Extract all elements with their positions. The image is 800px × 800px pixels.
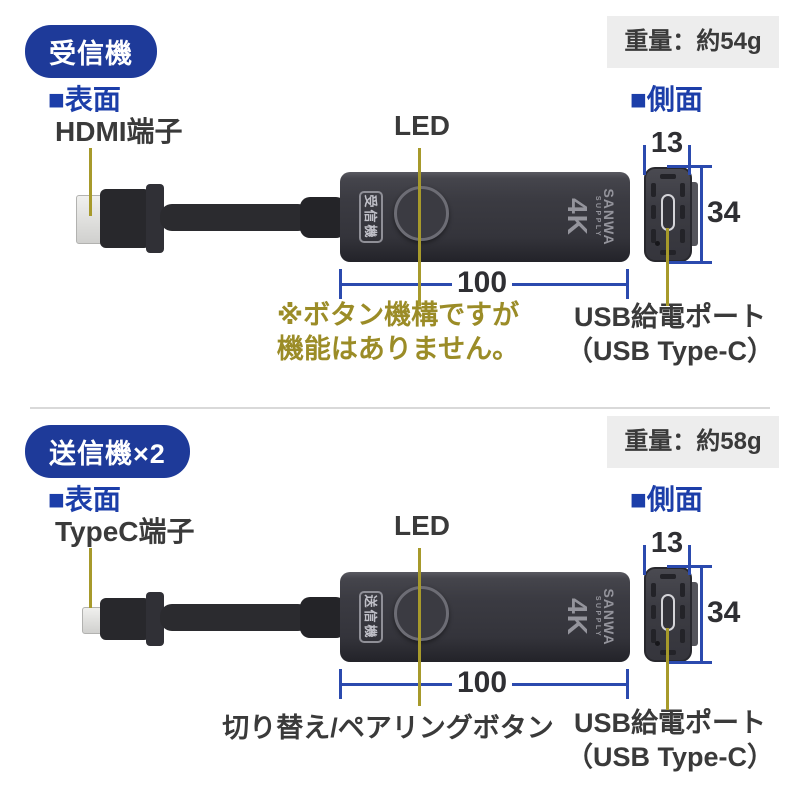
front-view-heading: ■表面 xyxy=(48,84,121,115)
typec-connector-callout: TypeC端子 xyxy=(55,516,195,547)
logo-supply-text: SUPPLY xyxy=(594,195,602,239)
device-cable xyxy=(160,204,310,231)
usb-port-callout: USB給電ポート （USB Type-C） xyxy=(553,300,787,368)
vent-slot xyxy=(651,205,656,219)
vent-slot xyxy=(660,174,676,179)
usb-port-callout-line1: USB給電ポート xyxy=(573,708,766,738)
vent-slot xyxy=(680,205,685,219)
button-note: ※ボタン機構ですが 機能はありません。 xyxy=(248,298,548,366)
receiver-section: 受信機 重量：約54g ■表面 ■側面 HDMI端子 LED 受信機 SANWA… xyxy=(25,16,787,368)
usb-port-callout: USB給電ポート （USB Type-C） xyxy=(553,706,787,774)
section-divider xyxy=(30,407,770,409)
usb-port-leader-line xyxy=(666,228,669,306)
vent-slot xyxy=(651,229,656,243)
vent-slot xyxy=(680,605,685,619)
usb-port-callout-line1: USB給電ポート xyxy=(573,302,766,332)
width-dim-tick xyxy=(643,145,646,175)
height-dim-tick xyxy=(667,661,712,664)
logo-4k-text: 4K xyxy=(562,598,594,636)
vent-slot xyxy=(651,605,656,619)
pinhole xyxy=(655,641,660,646)
vent-slot xyxy=(680,583,685,597)
width-dim-tick xyxy=(643,545,646,575)
length-dim-tick xyxy=(339,669,342,699)
usb-c-port xyxy=(661,594,675,631)
vent-slot xyxy=(680,183,685,197)
vent-slot xyxy=(680,229,685,243)
length-dim-line xyxy=(340,683,452,686)
led-leader-line xyxy=(418,148,421,306)
transmitter-weight-badge: 重量：約58g xyxy=(607,416,779,468)
front-view-heading: ■表面 xyxy=(48,484,121,515)
typec-plug-lip xyxy=(146,592,164,646)
led-button xyxy=(394,186,449,241)
transmitter-body: 送信機 SANWA SUPPLY 4K xyxy=(340,572,630,662)
hdmi-plug-housing xyxy=(100,189,150,248)
led-leader-line xyxy=(418,548,421,706)
side-view-heading: ■側面 xyxy=(630,84,703,115)
usb-port-leader-line xyxy=(666,628,669,710)
height-dim-tick xyxy=(667,565,712,568)
led-callout: LED xyxy=(394,510,450,541)
vent-slot xyxy=(660,574,676,579)
receiver-badge: 受信機 xyxy=(25,25,157,78)
cable-strain-relief xyxy=(300,197,346,238)
receiver-weight-badge: 重量：約54g xyxy=(607,16,779,68)
vent-slot xyxy=(680,629,685,643)
height-dim-tick xyxy=(667,165,712,168)
transmitter-section: 送信機×2 重量：約58g ■表面 ■側面 TypeC端子 LED 送信機 SA… xyxy=(0,400,800,800)
button-note-line2: 機能はありません。 xyxy=(276,334,520,364)
width-dim-value: 13 xyxy=(650,127,684,159)
height-dim-value: 34 xyxy=(707,196,741,229)
length-dim-line xyxy=(340,283,452,286)
usb-port-callout-line2: （USB Type-C） xyxy=(565,336,774,366)
height-dim-tick xyxy=(667,261,712,264)
length-dim-tick xyxy=(626,269,629,299)
width-dim-tick xyxy=(688,145,691,175)
cable-strain-relief xyxy=(300,597,346,638)
vent-slot xyxy=(651,629,656,643)
logo-sanwa-text: SANWA xyxy=(601,588,618,646)
height-dim-line xyxy=(700,566,703,663)
length-dim-tick xyxy=(339,269,342,299)
hdmi-leader-line xyxy=(89,148,92,216)
length-dim-value: 100 xyxy=(456,666,508,699)
hdmi-plug-lip xyxy=(146,184,164,253)
logo-4k-text: 4K xyxy=(562,198,594,236)
height-dim-line xyxy=(700,166,703,263)
length-dim-value: 100 xyxy=(456,266,508,299)
sanwa-4k-logo: SANWA SUPPLY 4K xyxy=(557,577,623,657)
device-cable xyxy=(160,604,310,631)
pairing-button-callout: 切り替え/ペアリングボタン xyxy=(222,713,554,743)
height-dim-value: 34 xyxy=(707,596,741,629)
width-dim-tick xyxy=(688,545,691,575)
pinhole xyxy=(655,241,660,246)
vent-slot xyxy=(651,583,656,597)
button-note-line1: ※ボタン機構ですが xyxy=(276,300,520,330)
receiver-body-tag: 受信機 xyxy=(359,191,383,243)
pairing-button xyxy=(394,586,449,641)
usb-c-port xyxy=(661,194,675,231)
typec-leader-line xyxy=(89,548,92,608)
length-dim-line xyxy=(512,683,628,686)
hdmi-connector-callout: HDMI端子 xyxy=(55,116,183,147)
transmitter-badge: 送信機×2 xyxy=(25,425,190,478)
width-dim-value: 13 xyxy=(650,527,684,559)
side-view-heading: ■側面 xyxy=(630,484,703,515)
led-callout: LED xyxy=(394,110,450,141)
typec-plug-housing xyxy=(100,598,150,640)
logo-sanwa-text: SANWA xyxy=(601,188,618,246)
transmitter-body-tag: 送信機 xyxy=(359,591,383,643)
sanwa-4k-logo: SANWA SUPPLY 4K xyxy=(557,177,623,257)
usb-port-callout-line2: （USB Type-C） xyxy=(565,742,774,772)
length-dim-line xyxy=(512,283,628,286)
receiver-body: 受信機 SANWA SUPPLY 4K xyxy=(340,172,630,262)
vent-slot xyxy=(651,183,656,197)
length-dim-tick xyxy=(626,669,629,699)
logo-supply-text: SUPPLY xyxy=(594,595,602,639)
